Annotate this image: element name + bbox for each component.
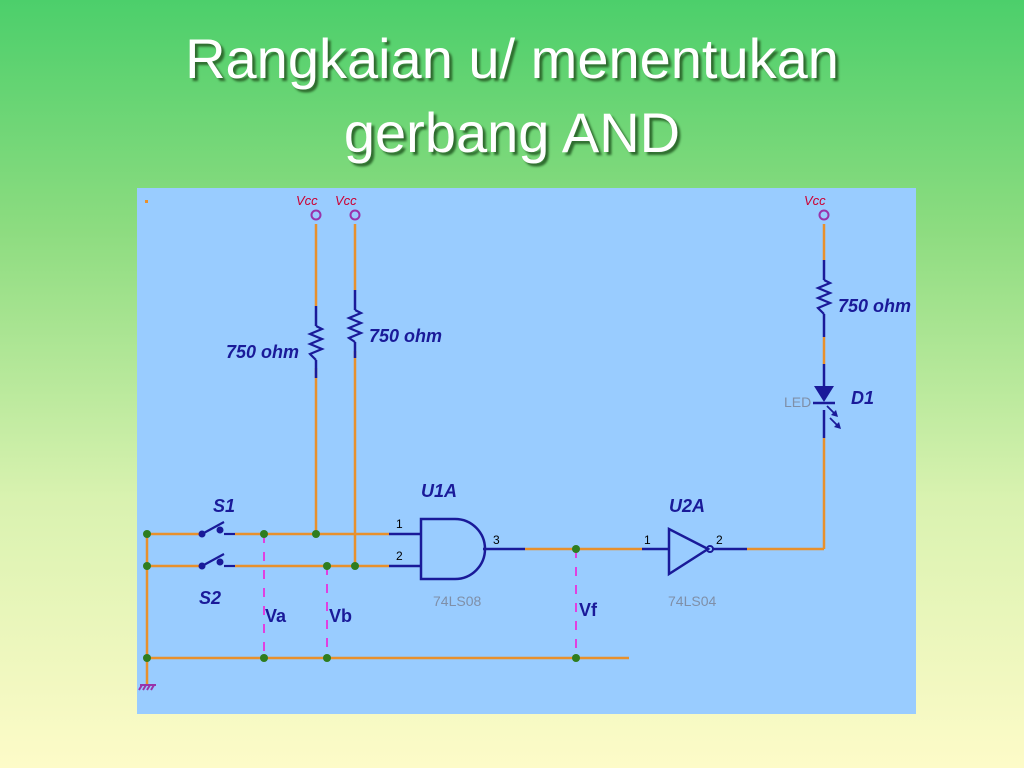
vcc-symbols: Vcc Vcc Vcc bbox=[296, 193, 830, 221]
node-left-s2 bbox=[143, 562, 151, 570]
resistor-r3-label: 750 ohm bbox=[838, 296, 911, 316]
circuit-schematic: Vcc Vcc Vcc 750 ohm 750 ohm 750 ohm S1 S… bbox=[137, 188, 916, 714]
not-gate-pin-1: 1 bbox=[644, 533, 651, 547]
resistor-r2 bbox=[346, 309, 364, 343]
led-type: LED bbox=[784, 394, 811, 410]
slide-title: Rangkaian u/ menentukan gerbang AND bbox=[0, 22, 1024, 170]
led-ref: D1 bbox=[851, 388, 874, 408]
led-symbol bbox=[813, 386, 841, 429]
component-leads bbox=[314, 260, 826, 568]
node-r2-s2 bbox=[351, 562, 359, 570]
switch-s1-label: S1 bbox=[213, 496, 235, 516]
resistors bbox=[307, 279, 833, 361]
not-gate-symbol bbox=[667, 526, 714, 577]
and-gate-symbol bbox=[419, 517, 487, 581]
resistor-r3 bbox=[815, 279, 833, 315]
probe-va-label: Va bbox=[265, 606, 287, 626]
node-vb-bottom bbox=[323, 654, 331, 662]
resistor-r2-label: 750 ohm bbox=[369, 326, 442, 346]
vcc-terminal-2 bbox=[349, 209, 361, 221]
vcc-label-1: Vcc bbox=[296, 193, 318, 208]
node-va-top bbox=[260, 530, 268, 538]
resistor-r1 bbox=[307, 325, 325, 361]
and-gate-pin-3: 3 bbox=[493, 533, 500, 547]
vcc-terminal-1 bbox=[310, 209, 322, 221]
node-r1-s1 bbox=[312, 530, 320, 538]
not-gate-part: 74LS04 bbox=[668, 593, 716, 609]
probe-vf-label: Vf bbox=[579, 600, 598, 620]
slide-title-line-2: gerbang AND bbox=[343, 101, 681, 164]
and-gate-pin-2: 2 bbox=[396, 549, 403, 563]
probe-vb-label: Vb bbox=[329, 606, 352, 626]
node-vf-top bbox=[572, 545, 580, 553]
node-left-s1 bbox=[143, 530, 151, 538]
slide-title-line-1: Rangkaian u/ menentukan bbox=[185, 27, 839, 90]
wires bbox=[145, 224, 826, 684]
vcc-label-2: Vcc bbox=[335, 193, 357, 208]
and-gate-ref: U1A bbox=[421, 481, 457, 501]
not-gate-pin-2: 2 bbox=[716, 533, 723, 547]
corner-marker bbox=[145, 200, 148, 203]
schematic-canvas: Vcc Vcc Vcc 750 ohm 750 ohm 750 ohm S1 S… bbox=[138, 193, 911, 691]
vcc-terminal-3 bbox=[818, 209, 830, 221]
node-left-gnd bbox=[143, 654, 151, 662]
switch-s1 bbox=[198, 521, 235, 538]
resistor-r1-label: 750 ohm bbox=[226, 342, 299, 362]
ground-icon bbox=[138, 684, 156, 691]
not-gate-ref: U2A bbox=[669, 496, 705, 516]
node-vf-bottom bbox=[572, 654, 580, 662]
probe-lines bbox=[263, 534, 577, 658]
and-gate-part: 74LS08 bbox=[433, 593, 481, 609]
and-gate-pin-1: 1 bbox=[396, 517, 403, 531]
node-vb-top bbox=[323, 562, 331, 570]
node-va-bottom bbox=[260, 654, 268, 662]
switch-s2 bbox=[198, 553, 235, 570]
switch-s2-label: S2 bbox=[199, 588, 221, 608]
junction-nodes bbox=[143, 530, 580, 662]
vcc-label-3: Vcc bbox=[804, 193, 826, 208]
